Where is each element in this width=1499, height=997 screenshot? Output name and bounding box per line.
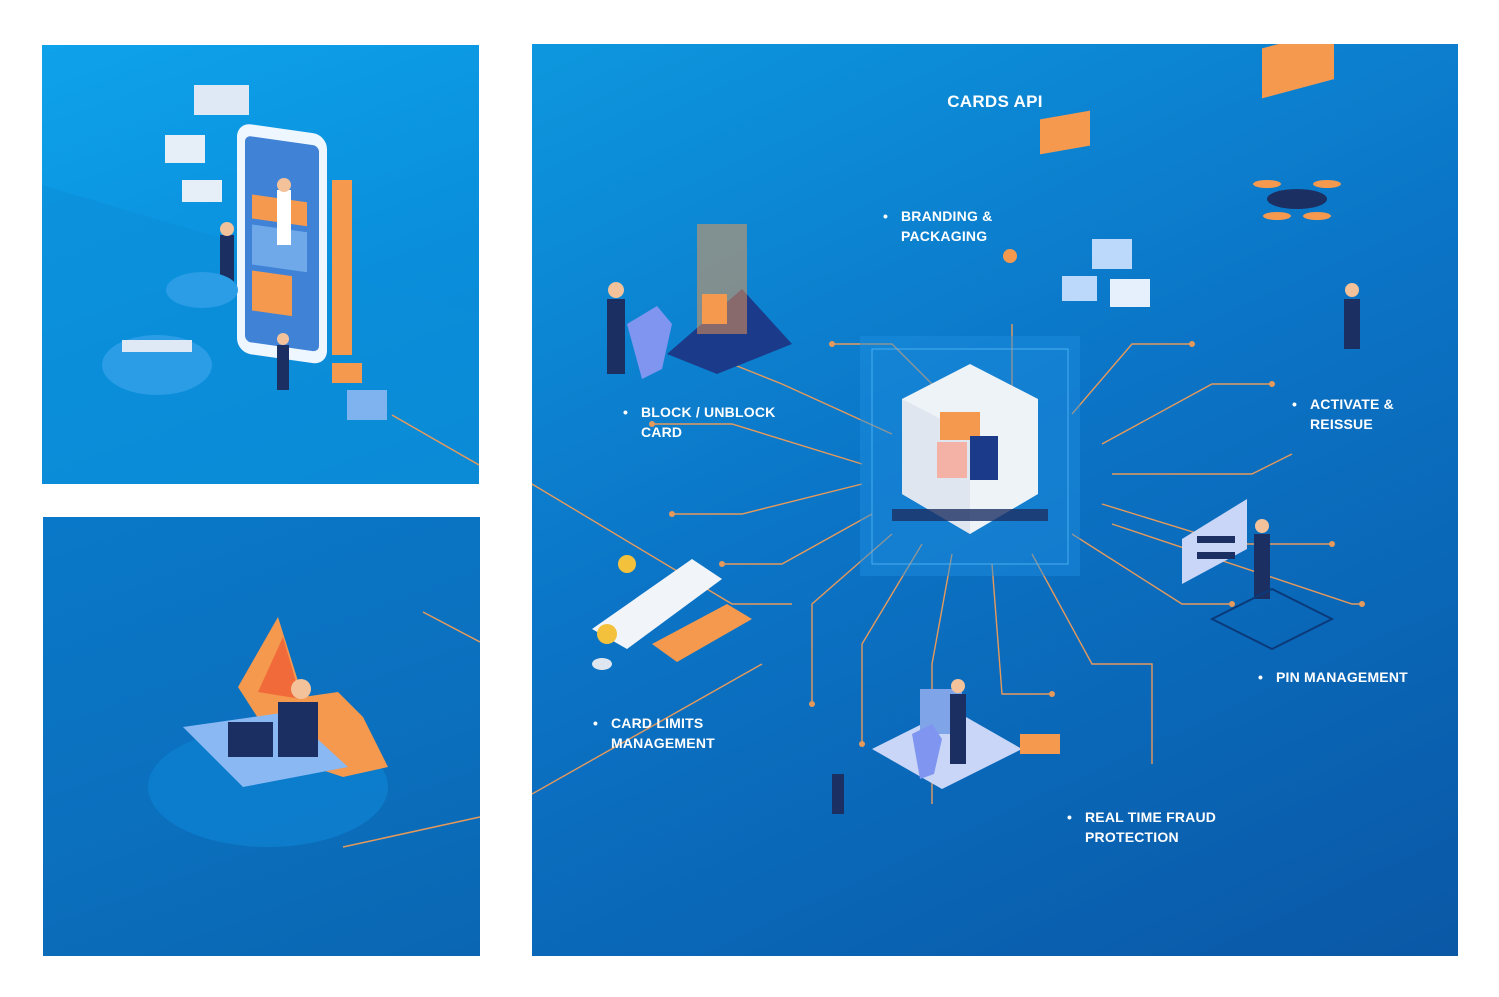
- pin-management-illustration: [1182, 499, 1335, 651]
- desk-illustration: [122, 340, 192, 352]
- feature-label-line: PACKAGING: [901, 228, 988, 244]
- person-illustration: [278, 702, 318, 757]
- rating-card-illustration: [182, 180, 222, 202]
- feature-label-line: PROTECTION: [1085, 829, 1179, 845]
- feature-card-limits-management: • CARD LIMITS MANAGEMENT: [593, 713, 715, 753]
- app-development-scene: [42, 85, 479, 484]
- people-illustration: [220, 178, 291, 390]
- diagram-title: CARDS API: [947, 92, 1043, 111]
- api-chip-illustration: [860, 336, 1080, 576]
- bullet-icon: •: [1067, 809, 1073, 825]
- analytics-scene: [148, 611, 480, 848]
- fraud-protection-illustration: [832, 679, 1060, 814]
- connector-line: [422, 611, 480, 643]
- person-head-illustration: [291, 679, 311, 699]
- feature-label-line: MANAGEMENT: [611, 735, 715, 751]
- feature-label-line: BRANDING &: [901, 208, 993, 224]
- bullet-icon: •: [1292, 396, 1298, 412]
- feature-label-line: BLOCK / UNBLOCK: [641, 404, 776, 420]
- feature-label-line: CARD LIMITS: [611, 715, 704, 731]
- ruler-illustration: [332, 180, 352, 355]
- block-unblock-illustration: [607, 224, 792, 379]
- feature-label-line: REAL TIME FRAUD: [1085, 809, 1217, 825]
- ui-card-illustration: [194, 85, 249, 115]
- circuit-nodes: [649, 341, 1365, 747]
- feature-pin-management: • PIN MANAGEMENT: [1258, 667, 1408, 687]
- connector-line: [342, 816, 480, 848]
- illustration-analytics: [43, 517, 480, 956]
- boxes-illustration: [347, 390, 387, 420]
- avatar-card-illustration: [165, 135, 205, 163]
- feature-branding-packaging: • BRANDING & PACKAGING: [883, 206, 993, 246]
- feature-activate-reissue: • ACTIVATE & REISSUE: [1292, 394, 1394, 434]
- feature-label-line: ACTIVATE &: [1310, 396, 1394, 412]
- feature-block-unblock-card: • BLOCK / UNBLOCK CARD: [623, 402, 776, 442]
- connector-line: [391, 414, 479, 466]
- thief-illustration: [832, 774, 844, 814]
- feature-real-time-fraud-protection: • REAL TIME FRAUD PROTECTION: [1067, 807, 1217, 847]
- feature-label-line: CARD: [641, 424, 683, 440]
- branding-packaging-illustration: [1003, 110, 1150, 307]
- cards-api-scene: [532, 44, 1365, 814]
- card-limits-illustration: [592, 555, 752, 670]
- cards-api-diagram: CARDS API • BRANDING & PACKAGING • BLOCK…: [532, 44, 1458, 956]
- chart-peak-shadow-illustration: [258, 637, 301, 699]
- bullet-icon: •: [1258, 669, 1264, 685]
- bullet-icon: •: [593, 715, 599, 731]
- drone-illustration: [1253, 44, 1360, 349]
- bullet-icon: •: [623, 404, 629, 420]
- coin-platform-illustration: [166, 272, 238, 308]
- feature-label-line: REISSUE: [1310, 416, 1373, 432]
- bullet-icon: •: [883, 208, 889, 224]
- feature-label-line: PIN MANAGEMENT: [1276, 669, 1408, 685]
- card-illustration: [332, 363, 362, 383]
- laptop-illustration: [228, 722, 273, 757]
- illustration-app-development: [42, 45, 479, 484]
